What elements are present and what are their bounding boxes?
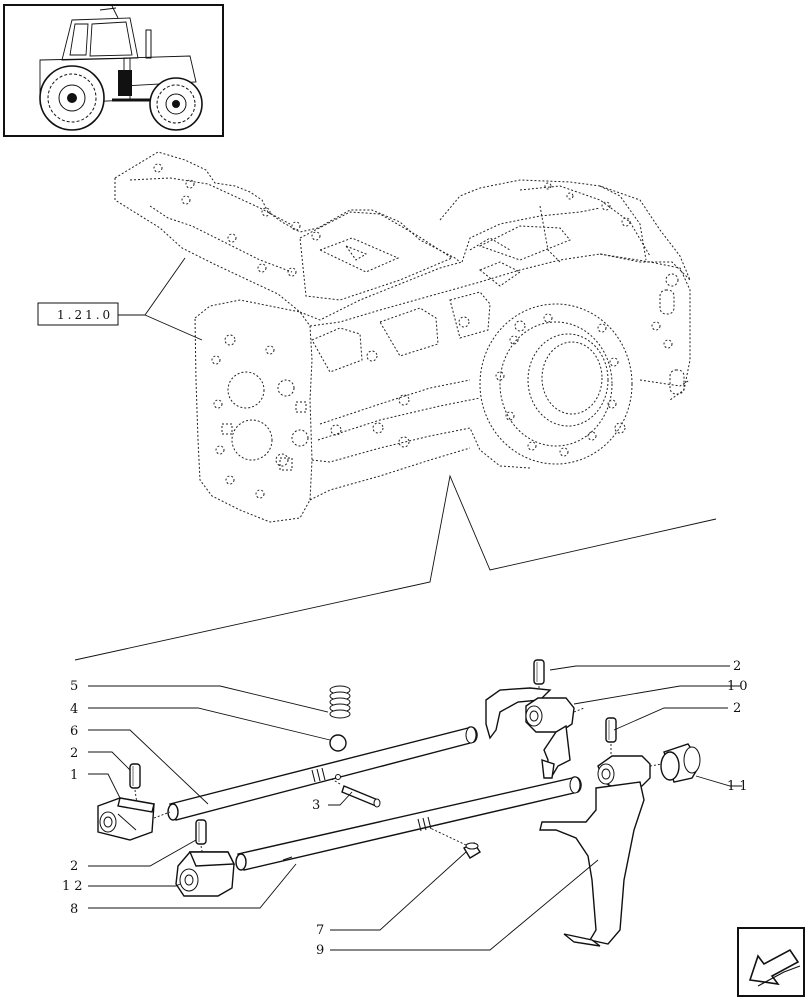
callout-7: 7 — [316, 923, 328, 938]
shift-fork-10 — [485, 687, 575, 779]
callout-5: 5 — [70, 679, 82, 694]
callout-2: 2 — [733, 659, 745, 674]
callout-leaders — [88, 665, 742, 951]
tractor-thumbnail-icon[interactable] — [3, 4, 224, 137]
callout-2: 2 — [733, 701, 745, 716]
roll-pin-2d — [605, 717, 617, 743]
bushing-11 — [660, 743, 701, 783]
callout-12: 12 — [62, 879, 87, 894]
reference-leader — [118, 257, 186, 316]
selector-block-12 — [175, 851, 236, 897]
roll-pin-2b — [195, 819, 207, 845]
shift-fork-9 — [539, 755, 651, 947]
detail-connector — [74, 474, 717, 661]
spring-pin-3 — [341, 785, 379, 807]
callout-6: 6 — [70, 724, 82, 739]
selector-block-1 — [97, 797, 155, 841]
roll-pin-2c — [533, 659, 545, 685]
detent-ball — [329, 734, 347, 752]
callout-10: 10 — [727, 679, 752, 694]
callout-1: 1 — [70, 768, 82, 783]
transmission-housing-outline — [114, 151, 691, 523]
reference-box-label: 1.21.0 — [57, 308, 113, 322]
reference-box[interactable]: 1.21.0 — [37, 302, 119, 326]
callout-8: 8 — [70, 902, 82, 917]
callout-3: 3 — [312, 798, 324, 813]
roll-pin-2a — [129, 763, 141, 789]
parts-group — [97, 659, 701, 947]
callout-labels: 5 4 6 2 1 3 2 12 8 7 9 2 10 2 11 — [62, 659, 752, 958]
callout-4: 4 — [70, 702, 82, 717]
reference-leader-branch — [144, 314, 203, 341]
callout-2: 2 — [70, 859, 82, 874]
callout-11: 11 — [727, 779, 752, 794]
detent-spring — [329, 685, 351, 719]
callout-9: 9 — [316, 943, 328, 958]
callout-2: 2 — [70, 746, 82, 761]
previous-page-arrow-icon[interactable] — [737, 927, 805, 997]
